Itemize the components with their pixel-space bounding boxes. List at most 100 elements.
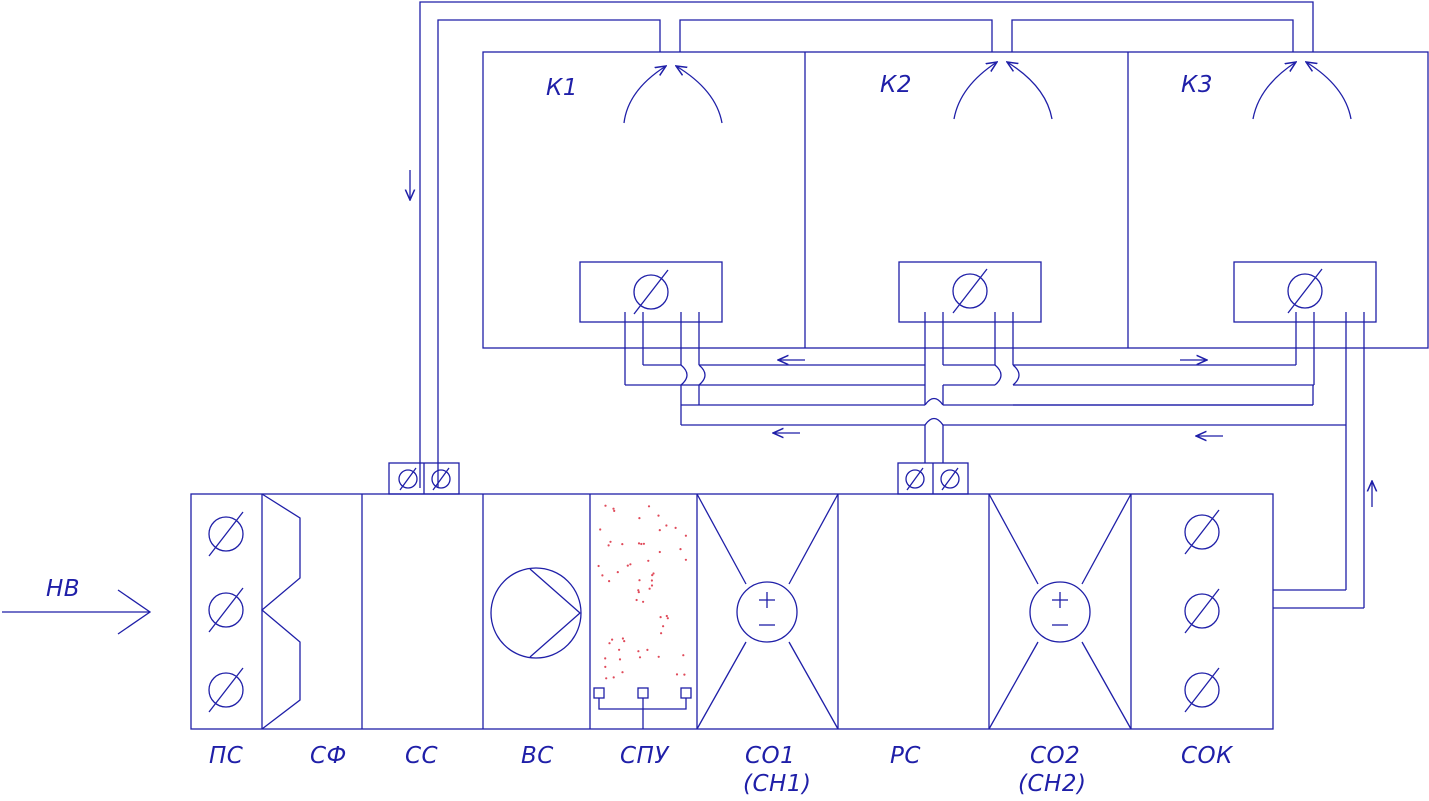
spray-dot bbox=[637, 542, 641, 545]
spray-dot bbox=[651, 574, 654, 577]
spray-dot bbox=[642, 542, 646, 545]
nozzle-icon bbox=[637, 687, 649, 699]
damper-valve-icon bbox=[1184, 514, 1220, 550]
room-damper-k1 bbox=[579, 261, 723, 323]
spray-dot bbox=[629, 563, 632, 566]
room-label-k3: К3 bbox=[1181, 72, 1213, 98]
spray-dot bbox=[642, 600, 645, 603]
spray-dot bbox=[616, 571, 619, 574]
filter-icon bbox=[260, 493, 301, 730]
ahu-casing bbox=[190, 493, 1274, 730]
spray-humidifier-section bbox=[593, 504, 692, 729]
damper-valve-icon bbox=[1184, 593, 1220, 629]
spray-dot bbox=[666, 617, 669, 620]
damper-valve-icon bbox=[208, 516, 244, 552]
spray-dot bbox=[609, 540, 612, 543]
air-diffuser-k1 bbox=[623, 66, 723, 124]
spray-dot bbox=[611, 638, 614, 641]
section-label-spu: СПУ bbox=[620, 743, 670, 769]
outlet-damper-section bbox=[1184, 509, 1220, 713]
spray-dot bbox=[638, 656, 642, 659]
spray-dot bbox=[597, 564, 600, 568]
spray-dot bbox=[621, 671, 624, 674]
section-label-vs: ВС bbox=[521, 743, 554, 769]
inlet-label: НВ bbox=[46, 576, 80, 602]
section-label-sok: СОК bbox=[1181, 743, 1234, 769]
section-sublabel-so2: (СН2) bbox=[1018, 771, 1086, 797]
spray-dot bbox=[662, 625, 665, 628]
section-sublabel-so1: (СН1) bbox=[743, 771, 811, 797]
spray-dot bbox=[604, 657, 607, 660]
room-damper-k3 bbox=[1233, 261, 1377, 323]
damper-valve-icon bbox=[208, 592, 244, 628]
spray-dot bbox=[679, 548, 682, 551]
nozzle-icon bbox=[680, 687, 692, 699]
spray-dot bbox=[621, 637, 625, 640]
spray-dot bbox=[657, 514, 660, 517]
damper-valve-icon bbox=[633, 274, 669, 310]
spray-dot bbox=[640, 542, 643, 546]
spray-dot bbox=[684, 534, 688, 537]
spray-dot bbox=[607, 544, 610, 547]
spray-dot bbox=[658, 529, 661, 532]
spray-dot bbox=[608, 580, 611, 583]
spray-dot bbox=[605, 677, 608, 680]
air-handling-unit bbox=[190, 462, 1274, 730]
spray-dot bbox=[659, 616, 662, 619]
spray-dot bbox=[612, 676, 615, 679]
heat-exchanger-2 bbox=[988, 493, 1132, 730]
room-damper-k2 bbox=[898, 261, 1042, 323]
spray-dot bbox=[665, 614, 668, 618]
section-label-ss: СС bbox=[405, 743, 438, 769]
spray-dot bbox=[637, 589, 640, 592]
spray-dot bbox=[618, 658, 622, 661]
spray-dot bbox=[674, 526, 677, 530]
spray-dot bbox=[637, 650, 640, 653]
spray-dot bbox=[613, 509, 616, 512]
air-diffuser-k2 bbox=[953, 62, 1053, 120]
fan-icon bbox=[490, 567, 582, 659]
spray-dot bbox=[646, 648, 649, 652]
supply-duct-top bbox=[410, 1, 1314, 488]
spray-dot bbox=[618, 648, 621, 651]
intake-damper-section bbox=[208, 511, 244, 713]
spray-dot bbox=[682, 654, 685, 657]
spray-dot bbox=[647, 559, 650, 562]
outdoor-air-inlet: НВ bbox=[2, 576, 152, 635]
spray-dot bbox=[650, 584, 654, 587]
damper-valve-icon bbox=[208, 672, 244, 708]
spray-dot bbox=[599, 528, 602, 531]
spray-dot bbox=[608, 642, 611, 645]
damper-valve-icon bbox=[1184, 672, 1220, 708]
nozzle-icon bbox=[593, 687, 605, 699]
room-label-k1: К1 bbox=[546, 75, 578, 101]
mixing-box-damper-top bbox=[388, 462, 460, 495]
air-diffuser-k3 bbox=[1252, 62, 1352, 120]
spray-dots bbox=[597, 504, 688, 680]
room-label-k2: К2 bbox=[880, 72, 912, 98]
spray-dot bbox=[604, 504, 607, 507]
section-label-so1: СО1 bbox=[745, 743, 795, 769]
spray-dot bbox=[657, 655, 660, 658]
spray-dot bbox=[665, 524, 668, 527]
spray-dot bbox=[647, 505, 651, 508]
spray-dot bbox=[683, 673, 686, 676]
recirculation-ducts bbox=[624, 312, 1372, 609]
spray-dot bbox=[650, 579, 654, 582]
rooms: К1 К2 К3 bbox=[482, 51, 1429, 349]
spray-dot bbox=[658, 550, 661, 554]
heat-exchanger-1 bbox=[696, 493, 839, 730]
spray-dot bbox=[684, 558, 688, 561]
spray-dot bbox=[660, 632, 663, 635]
spray-dot bbox=[652, 572, 655, 575]
spray-dot bbox=[604, 665, 607, 669]
spray-dot bbox=[612, 507, 615, 510]
damper-valve-icon bbox=[1287, 273, 1323, 309]
spray-dot bbox=[638, 517, 641, 520]
damper-valve-icon bbox=[952, 273, 988, 309]
spray-dot bbox=[637, 591, 640, 594]
section-label-sf: СФ bbox=[310, 743, 347, 769]
rooms-outline bbox=[482, 51, 1429, 349]
section-label-so2: СО2 bbox=[1030, 743, 1080, 769]
section-label-ps: ПС bbox=[209, 743, 243, 769]
